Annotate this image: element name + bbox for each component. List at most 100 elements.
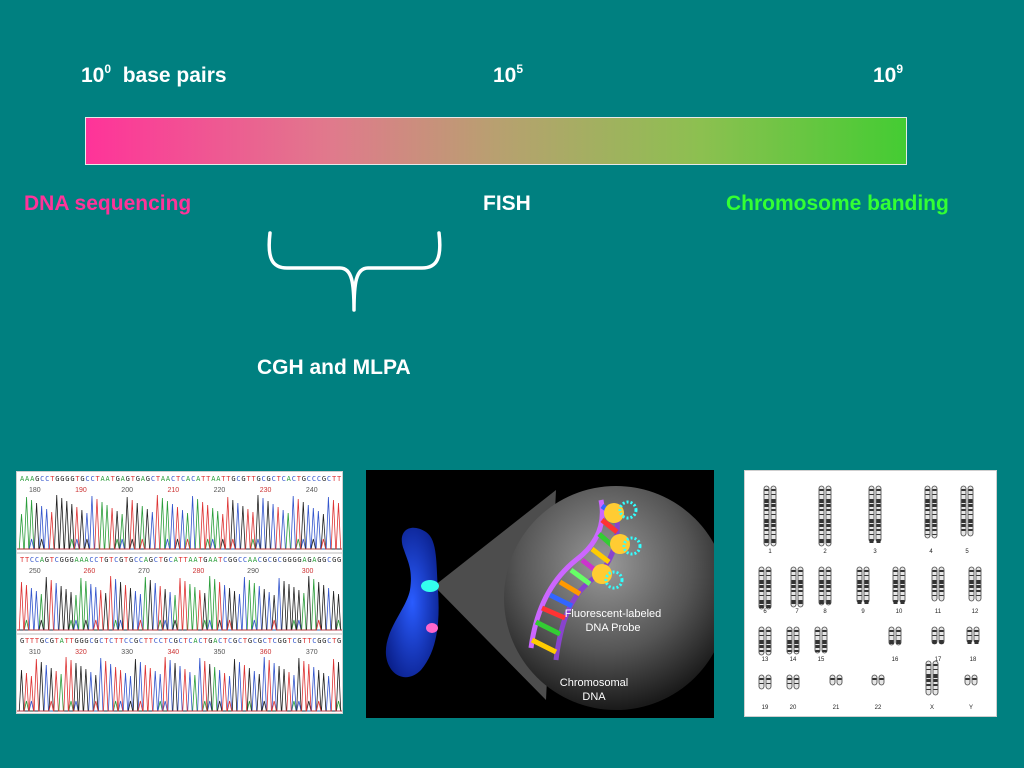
base-call: T xyxy=(25,556,30,564)
base-call: A xyxy=(25,475,30,483)
base-call: T xyxy=(206,475,211,483)
band xyxy=(764,499,769,503)
band xyxy=(771,489,776,491)
base-call: A xyxy=(302,556,307,564)
band xyxy=(896,640,901,644)
position-tick-label: 270 xyxy=(138,568,150,575)
band xyxy=(889,630,894,632)
band xyxy=(961,494,966,495)
dna-label-line2: DNA xyxy=(582,691,606,703)
band xyxy=(819,504,824,507)
band xyxy=(798,570,803,572)
band xyxy=(794,683,799,684)
base-call: C xyxy=(89,637,93,645)
chromosome-pair xyxy=(829,674,843,686)
band xyxy=(771,494,776,495)
base-call: C xyxy=(312,637,316,645)
base-call: A xyxy=(208,556,213,564)
base-call: G xyxy=(65,475,69,483)
band xyxy=(819,494,824,495)
base-call: G xyxy=(322,637,326,645)
base-call: T xyxy=(124,556,129,564)
base-call: T xyxy=(226,475,231,483)
base-call: T xyxy=(198,556,203,564)
band xyxy=(925,514,930,515)
band xyxy=(787,683,792,684)
band xyxy=(968,519,973,523)
dna-base-pair xyxy=(548,592,574,609)
chromosome-pair xyxy=(786,674,800,690)
band xyxy=(826,539,831,543)
band xyxy=(857,585,862,588)
base-call: A xyxy=(141,475,146,483)
base-call: G xyxy=(256,475,260,483)
band xyxy=(815,645,820,648)
band xyxy=(968,524,973,527)
base-call: C xyxy=(89,556,93,564)
chromosome-number-label: Y xyxy=(969,705,973,711)
chromosome-number-label: 19 xyxy=(762,705,769,711)
scale-max-base: 10 xyxy=(873,64,897,87)
base-call: T xyxy=(99,556,104,564)
band xyxy=(826,524,831,527)
band xyxy=(869,534,874,535)
band xyxy=(815,640,820,644)
chromosome-pair xyxy=(763,485,777,547)
scale-label-max: 109 xyxy=(873,62,903,88)
scale-label-min: 100 base pairs xyxy=(81,62,227,88)
base-call: T xyxy=(268,637,273,645)
scale-min-base: 10 xyxy=(81,64,105,87)
base-call: C xyxy=(35,556,39,564)
base-call: G xyxy=(50,637,54,645)
band xyxy=(926,674,931,678)
chromatogram-trace-T xyxy=(17,656,342,712)
base-call: G xyxy=(45,556,49,564)
fluorophore-1 xyxy=(604,503,624,523)
base-call: T xyxy=(70,637,75,645)
band xyxy=(893,575,898,576)
base-call: C xyxy=(90,475,94,483)
base-call: G xyxy=(146,475,150,483)
base-call: G xyxy=(35,475,39,483)
base-call: T xyxy=(246,475,251,483)
base-call: C xyxy=(273,637,277,645)
base-call: G xyxy=(79,637,83,645)
band xyxy=(798,600,803,604)
band xyxy=(864,570,869,572)
band xyxy=(791,570,796,572)
position-tick-label: 340 xyxy=(167,649,179,656)
band xyxy=(798,590,803,592)
band xyxy=(759,650,764,652)
band xyxy=(819,575,824,576)
band xyxy=(759,645,764,648)
band xyxy=(925,524,930,527)
base-call: C xyxy=(139,556,143,564)
band xyxy=(771,519,776,523)
chromosome-number-label: 11 xyxy=(935,609,942,615)
band xyxy=(764,534,769,535)
base-call: C xyxy=(159,637,163,645)
band xyxy=(968,494,973,495)
scale-mid-exponent: 5 xyxy=(516,62,524,76)
band xyxy=(826,580,831,584)
curly-brace xyxy=(267,231,442,312)
base-call: G xyxy=(302,475,306,483)
base-call: C xyxy=(129,637,133,645)
band xyxy=(932,494,937,495)
position-tick-label: 290 xyxy=(247,568,259,575)
band xyxy=(794,630,799,632)
base-call: G xyxy=(283,637,287,645)
band xyxy=(869,514,874,515)
band xyxy=(771,534,776,535)
band xyxy=(932,499,937,503)
band xyxy=(968,489,973,491)
band xyxy=(794,640,799,644)
band xyxy=(759,640,764,644)
band xyxy=(876,514,881,515)
chromosome-pair xyxy=(925,660,939,696)
chromosome-number-label: 20 xyxy=(790,705,797,711)
band xyxy=(764,529,769,531)
chromosome-number-label: 9 xyxy=(861,609,865,615)
base-call: G xyxy=(241,475,245,483)
